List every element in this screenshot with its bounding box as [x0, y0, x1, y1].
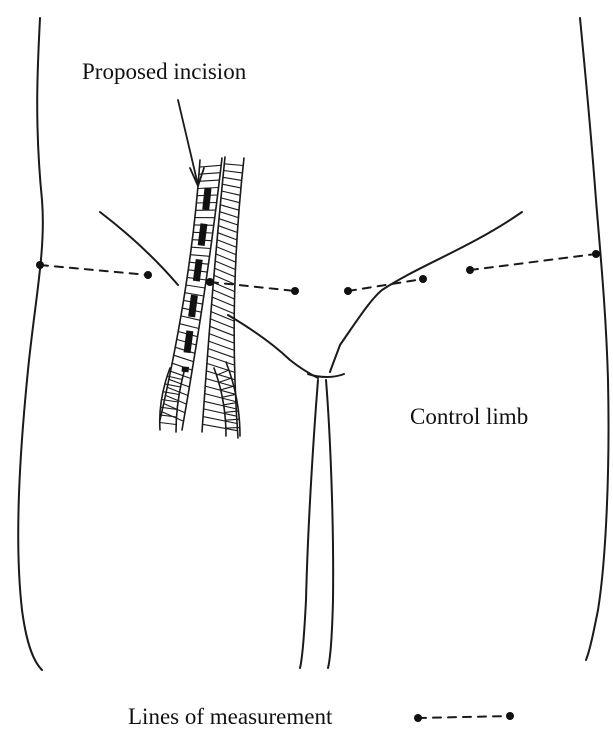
measurement-endpoint [144, 271, 152, 279]
measurement-lines [36, 250, 600, 295]
femoral-vessels [160, 157, 244, 438]
right-flank-outline [580, 18, 609, 660]
control-limb-label: Control limb [410, 405, 528, 428]
measurement-endpoint [36, 261, 44, 269]
left-thigh-crease [228, 315, 318, 378]
measurement-line [36, 261, 152, 279]
measurement-endpoint [419, 275, 427, 283]
legend-label: Lines of measurement [128, 705, 332, 728]
inner-left-thigh [300, 380, 318, 668]
inner-right-thigh [326, 380, 333, 668]
measurement-line [466, 250, 600, 274]
proposed-incision-label: Proposed incision [82, 60, 246, 83]
left-flank-outline [18, 18, 43, 670]
measurement-endpoint [466, 266, 474, 274]
measurement-endpoint [592, 250, 600, 258]
incision-pointer-arrow [178, 100, 204, 186]
measurement-line [344, 275, 427, 295]
measurement-endpoint [344, 287, 352, 295]
measurement-endpoint [206, 278, 214, 286]
vessel-branch-left [160, 368, 184, 432]
left-groin-crease [100, 212, 178, 285]
measurement-endpoint [291, 287, 299, 295]
right-groin-crease [330, 212, 522, 372]
legend-measurement-line-sample [414, 712, 514, 722]
body-outline [18, 18, 608, 670]
